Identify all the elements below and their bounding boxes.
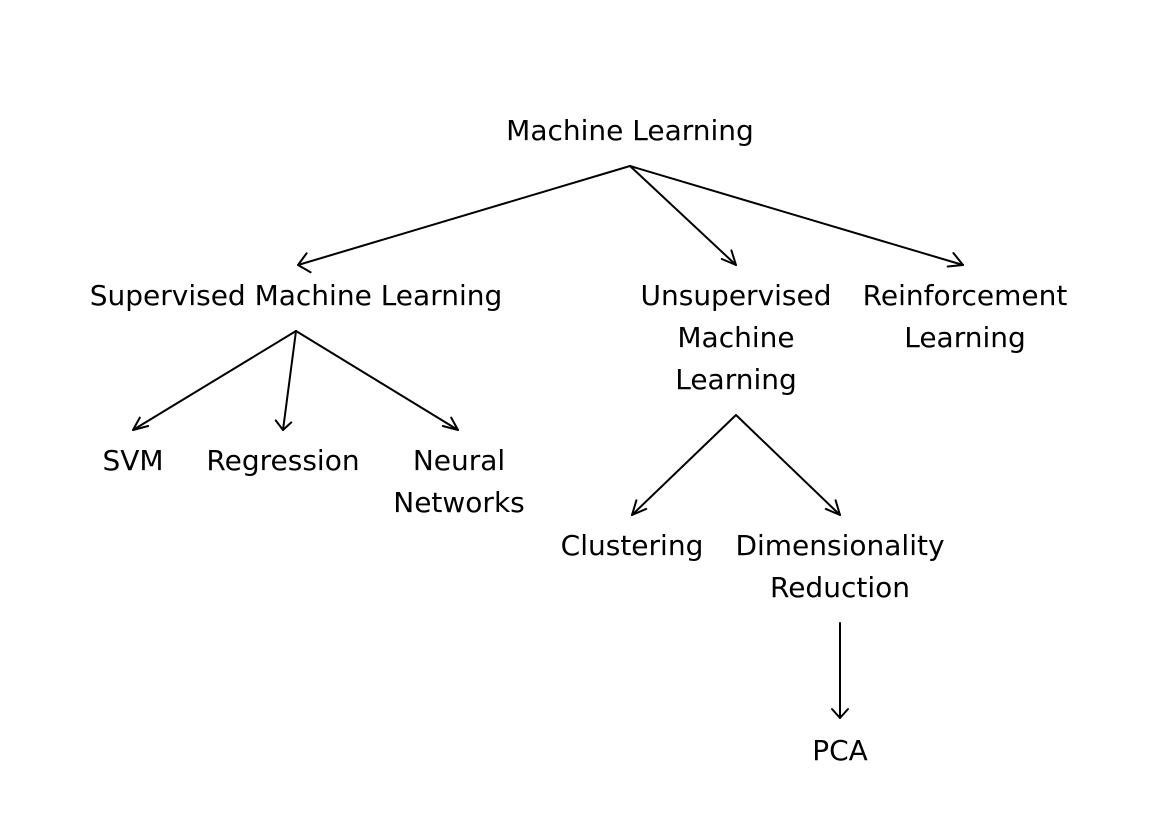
node-label: Reinforcement bbox=[862, 279, 1068, 312]
node-label: Regression bbox=[206, 444, 360, 477]
edge-unsupervised-dimred bbox=[735, 414, 841, 516]
edge-supervised-svm bbox=[132, 330, 297, 431]
node-label: Machine bbox=[677, 321, 795, 354]
edge-ml-supervised bbox=[297, 165, 631, 274]
edge-ml-reinforcement bbox=[629, 165, 964, 268]
node-dimensionality-reduction: Dimensionality Reduction bbox=[725, 525, 955, 609]
node-supervised-machine-learning: Supervised Machine Learning bbox=[86, 275, 506, 317]
node-label: Networks bbox=[393, 486, 525, 519]
node-label: Learning bbox=[904, 321, 1026, 354]
edge-dimred-pca bbox=[831, 622, 849, 719]
node-regression: Regression bbox=[198, 440, 368, 482]
edge-unsupervised-clustering bbox=[631, 414, 737, 516]
node-reinforcement-learning: Reinforcement Learning bbox=[855, 275, 1075, 359]
node-label: SVM bbox=[102, 444, 164, 477]
edge-supervised-neural bbox=[295, 330, 459, 431]
node-label: Neural bbox=[412, 444, 506, 477]
node-label: Machine Learning bbox=[506, 114, 754, 147]
node-label: Clustering bbox=[560, 529, 704, 562]
node-machine-learning: Machine Learning bbox=[480, 110, 780, 152]
node-clustering: Clustering bbox=[552, 525, 712, 567]
node-svm: SVM bbox=[83, 440, 183, 482]
node-label: Unsupervised bbox=[640, 279, 832, 312]
node-unsupervised-machine-learning: Unsupervised Machine Learning bbox=[636, 275, 836, 401]
node-pca: PCA bbox=[790, 730, 890, 772]
node-label: Reduction bbox=[770, 571, 910, 604]
node-label: PCA bbox=[812, 734, 868, 767]
node-neural-networks: Neural Networks bbox=[383, 440, 535, 524]
edge-ml-unsupervised bbox=[629, 165, 737, 266]
edge-supervised-regression bbox=[274, 330, 297, 431]
node-label: Supervised Machine Learning bbox=[89, 279, 503, 312]
node-label: Learning bbox=[675, 363, 797, 396]
node-label: Dimensionality bbox=[735, 529, 945, 562]
